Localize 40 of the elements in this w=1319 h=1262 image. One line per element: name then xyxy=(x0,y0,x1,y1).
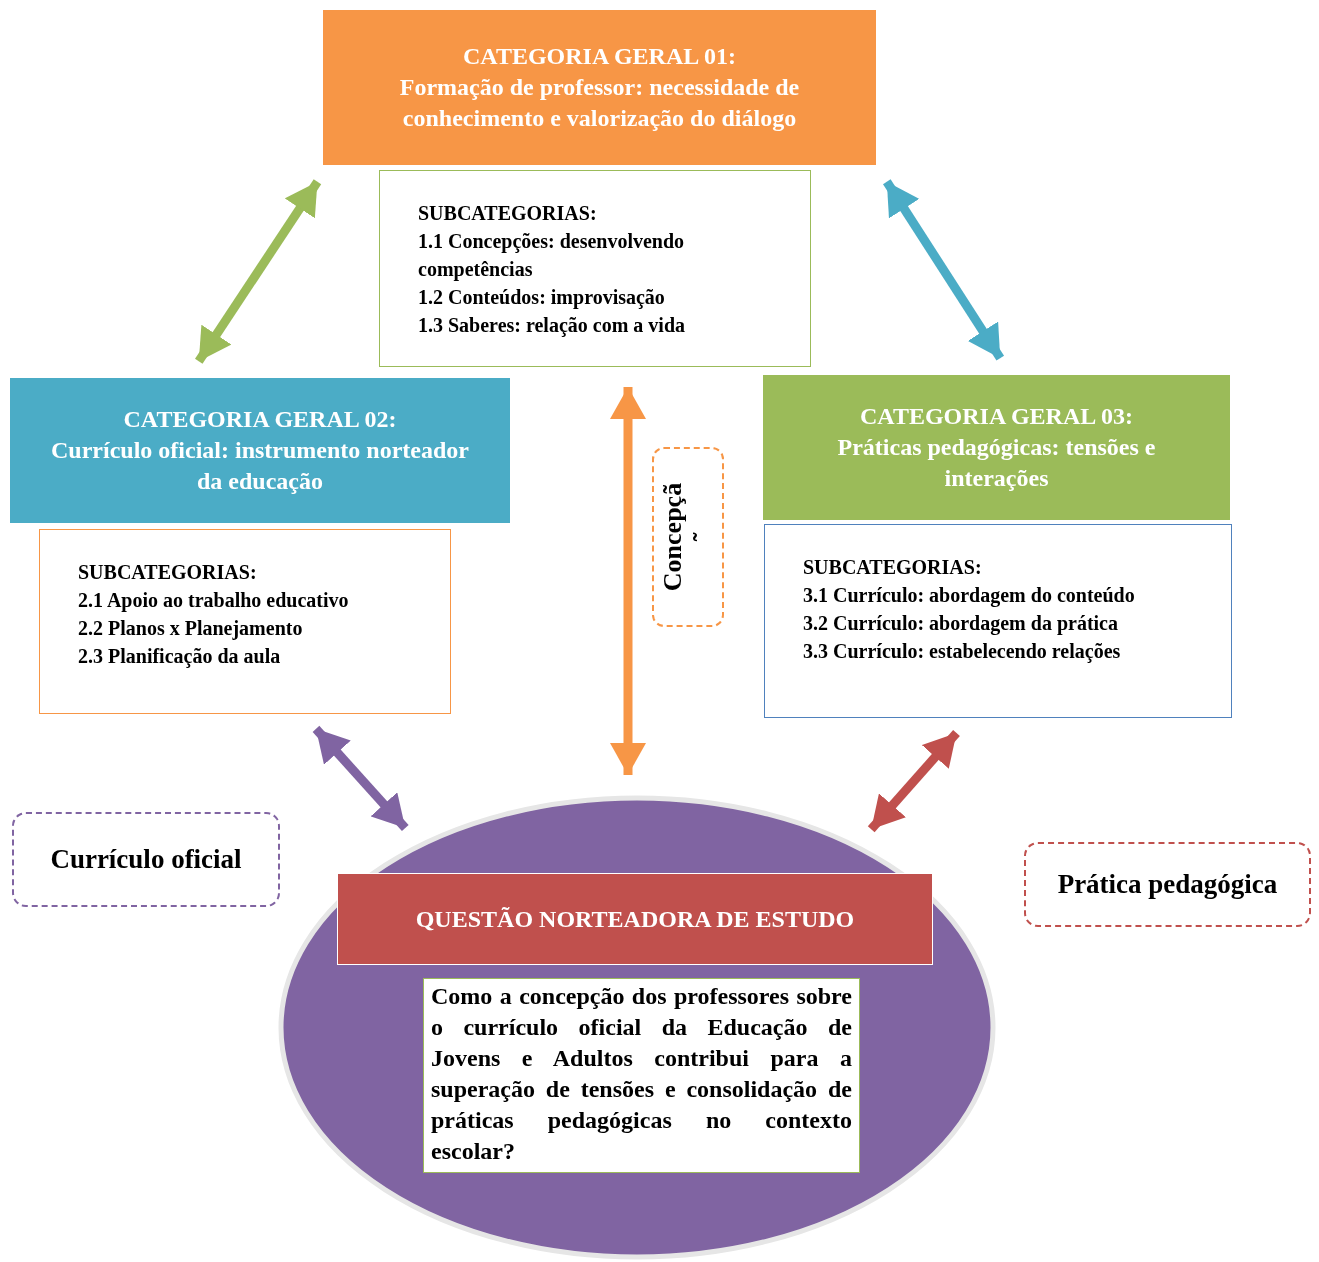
subcategory-item: 3.3 Currículo: estabelecendo relações xyxy=(803,639,1122,665)
subcategory-item: 1.3 Saberes: relação com a vida xyxy=(418,313,686,339)
subcategory-heading: SUBCATEGORIAS: xyxy=(803,555,983,580)
category-description: Currículo oficial: instrumento norteador da educação xyxy=(50,436,470,496)
question-banner xyxy=(337,873,933,965)
category-heading: CATEGORIA GERAL 02: xyxy=(122,405,398,434)
subcategory-item: 2.2 Planos x Planejamento xyxy=(78,616,304,642)
subcategory-heading: SUBCATEGORIAS: xyxy=(418,201,598,226)
vertical-label: Concepçã xyxy=(658,481,688,594)
category-description: Práticas pedagógicas: tensões e interações xyxy=(836,433,1157,493)
ellipse-shape xyxy=(278,795,996,1260)
double-arrow xyxy=(312,725,409,832)
dashed-box xyxy=(12,812,280,907)
category-description: Formação de professor: necessidade de conhecimento e valorização do diálogo xyxy=(398,73,801,133)
subcategory-item: 2.3 Planificação da aula xyxy=(78,644,282,670)
subcategory-item: 3.2 Currículo: abordagem da prática xyxy=(803,611,1119,637)
subcategory-item: 3.1 Currículo: abordagem do conteúdo xyxy=(803,583,1136,609)
category-box xyxy=(323,10,876,165)
double-arrow xyxy=(195,179,322,364)
theme-label: Prática pedagógica xyxy=(1057,869,1278,900)
subcategory-item: 1.2 Conteúdos: improvisação xyxy=(418,285,666,311)
banner-title: QUESTÃO NORTEADORA DE ESTUDO xyxy=(415,905,855,933)
question-text: Como a concepção dos professores sobre o currículo oficial da Educação de Jovens e Adultos contribui para a superação de tensões e consolidação de práticas pedagógicas no contexto escolar? xyxy=(431,982,852,1166)
dashed-box xyxy=(1024,842,1311,927)
dashed-box xyxy=(652,447,724,627)
double-arrow xyxy=(610,387,646,776)
subcategory-box xyxy=(379,170,811,367)
double-arrow xyxy=(883,179,1005,361)
subcategory-box xyxy=(764,524,1232,718)
theme-label: Currículo oficial xyxy=(50,844,242,875)
subcategory-item: 1.1 Concepções: desenvolvendo competências xyxy=(418,229,686,283)
category-heading: CATEGORIA GERAL 03: xyxy=(859,402,1134,431)
subcategory-box xyxy=(39,529,451,714)
subcategory-heading: SUBCATEGORIAS: xyxy=(78,560,258,585)
category-box xyxy=(10,378,510,523)
category-box xyxy=(763,375,1230,520)
double-arrow xyxy=(867,730,960,833)
category-heading: CATEGORIA GERAL 01: xyxy=(462,42,737,71)
tilde-mark: ˜ xyxy=(688,531,718,544)
subcategory-item: 2.1 Apoio ao trabalho educativo xyxy=(78,588,350,614)
